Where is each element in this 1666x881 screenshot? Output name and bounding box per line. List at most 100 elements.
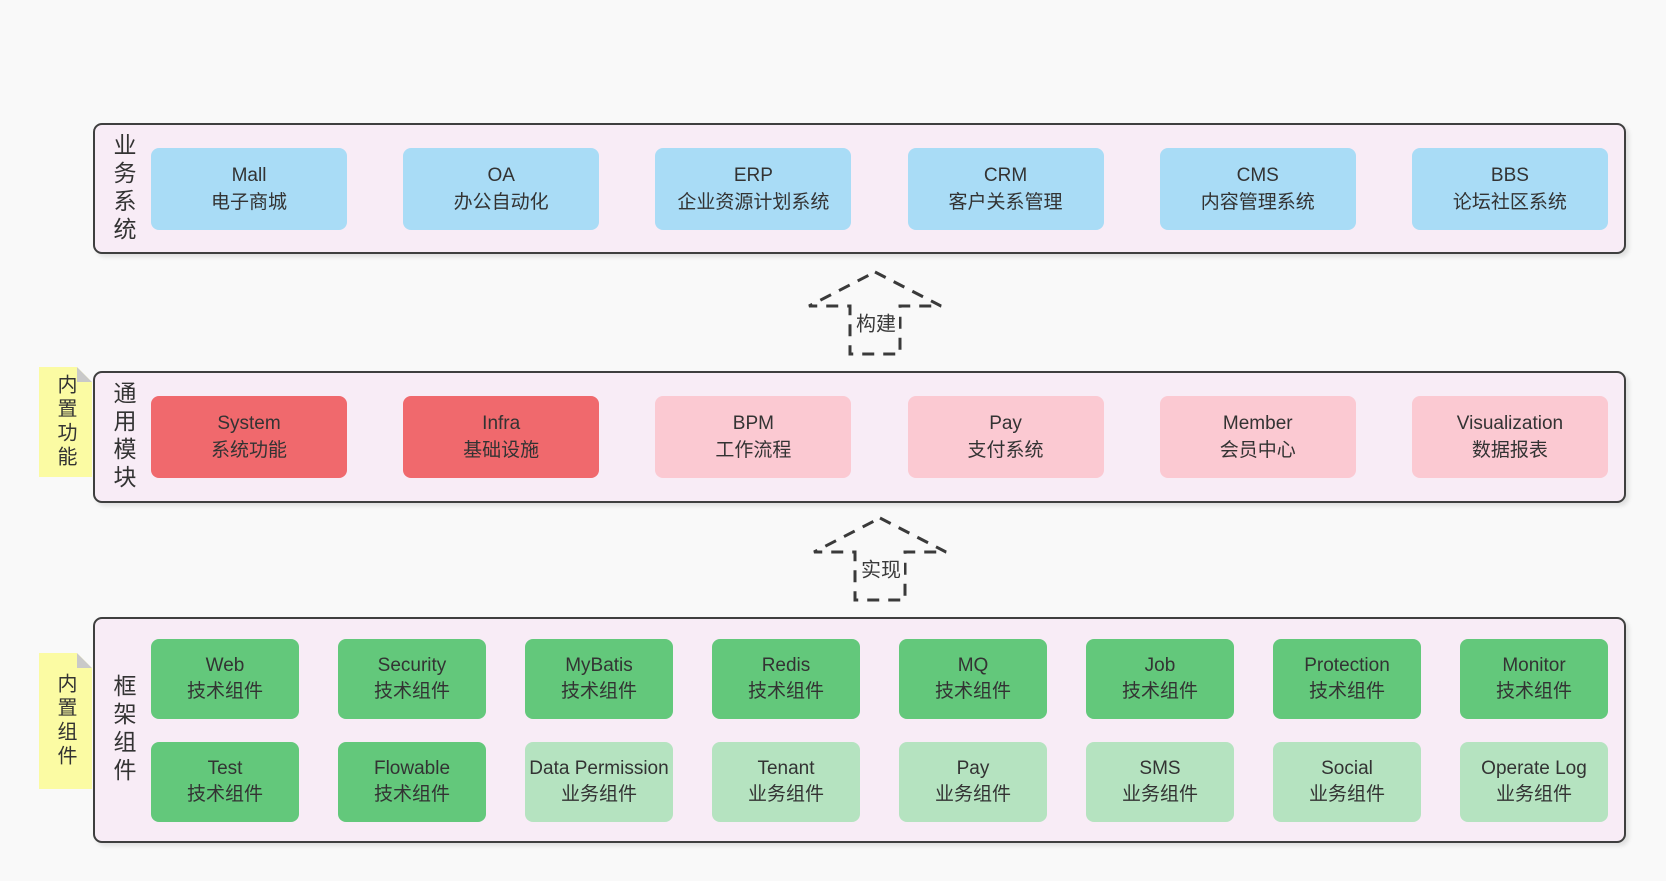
node-title: System bbox=[217, 413, 281, 434]
node-visualization: Visualization 数据报表 bbox=[1411, 396, 1608, 478]
node-title: Job bbox=[1144, 654, 1176, 676]
node-crm: CRM 客户关系管理 bbox=[907, 147, 1104, 230]
node-subtitle: 论坛社区系统 bbox=[1452, 191, 1567, 213]
node-title: Pay bbox=[956, 757, 990, 779]
node-subtitle: 技术组件 bbox=[1121, 680, 1198, 702]
node-redis: Redis 技术组件 bbox=[712, 638, 860, 719]
node-title: BBS bbox=[1490, 164, 1529, 186]
node-tenant: Tenant 业务组件 bbox=[712, 741, 860, 822]
node-subtitle: 业务组件 bbox=[1308, 783, 1385, 805]
node-title: Protection bbox=[1304, 654, 1390, 676]
layer-framework-components: 框架组件 Web 技术组件 Security 技术组件 MyBatis 技术组件… bbox=[93, 617, 1626, 843]
node-title: Member bbox=[1222, 413, 1293, 434]
node-title: SMS bbox=[1139, 757, 1181, 779]
node-title: Mall bbox=[231, 164, 267, 186]
layer-label-components: 框架组件 bbox=[110, 674, 136, 786]
node-title: Data Permission bbox=[529, 757, 669, 779]
node-subtitle: 技术组件 bbox=[747, 680, 824, 702]
node-pay: Pay 支付系统 bbox=[907, 396, 1104, 478]
node-protection: Protection 技术组件 bbox=[1273, 638, 1421, 719]
node-title: BPM bbox=[732, 413, 774, 434]
layer-business-systems: 业务系统 Mall 电子商城 OA 办公自动化 ERP 企业资源计划系统 CRM… bbox=[93, 123, 1626, 254]
node-title: MyBatis bbox=[565, 654, 633, 676]
node-subtitle: 技术组件 bbox=[186, 680, 263, 702]
build-arrow-icon bbox=[808, 270, 942, 356]
node-title: Web bbox=[205, 654, 245, 676]
node-title: ERP bbox=[733, 164, 773, 186]
implement-arrow-label: 实现 bbox=[858, 553, 904, 583]
sticky-built-in-components: 内置组件 bbox=[39, 653, 92, 789]
node-system: System 系统功能 bbox=[151, 396, 347, 478]
node-title: Operate Log bbox=[1481, 757, 1587, 779]
node-test: Test 技术组件 bbox=[151, 741, 299, 822]
node-mq: MQ 技术组件 bbox=[899, 638, 1047, 719]
node-mall: Mall 电子商城 bbox=[151, 147, 347, 230]
layer-label-modules: 通用模块 bbox=[110, 381, 136, 493]
node-subtitle: 数据报表 bbox=[1471, 440, 1548, 461]
node-sms: SMS 业务组件 bbox=[1086, 741, 1234, 822]
node-data-permission: Data Permission 业务组件 bbox=[525, 741, 673, 822]
node-title: Infra bbox=[482, 413, 521, 434]
node-subtitle: 支付系统 bbox=[967, 440, 1044, 461]
layer-label-business: 业务系统 bbox=[110, 132, 136, 245]
node-subtitle: 系统功能 bbox=[210, 440, 287, 461]
node-title: Tenant bbox=[757, 757, 815, 779]
node-subtitle: 客户关系管理 bbox=[948, 191, 1063, 213]
node-cms: CMS 内容管理系统 bbox=[1159, 147, 1356, 230]
node-social: Social 业务组件 bbox=[1273, 741, 1421, 822]
node-subtitle: 会员中心 bbox=[1219, 440, 1296, 461]
node-job: Job 技术组件 bbox=[1086, 638, 1234, 719]
node-subtitle: 基础设施 bbox=[463, 440, 540, 461]
node-title: CMS bbox=[1236, 164, 1279, 186]
node-subtitle: 企业资源计划系统 bbox=[677, 191, 830, 213]
components-row-2: Test 技术组件 Flowable 技术组件 Data Permission … bbox=[151, 741, 1608, 822]
node-pay-component: Pay 业务组件 bbox=[899, 741, 1047, 822]
node-web: Web 技术组件 bbox=[151, 638, 299, 719]
node-subtitle: 内容管理系统 bbox=[1200, 191, 1315, 213]
node-subtitle: 技术组件 bbox=[560, 680, 637, 702]
node-subtitle: 业务组件 bbox=[1495, 783, 1572, 805]
node-title: OA bbox=[487, 164, 515, 186]
node-title: CRM bbox=[983, 164, 1028, 186]
node-title: Redis bbox=[761, 654, 811, 676]
node-flowable: Flowable 技术组件 bbox=[338, 741, 486, 822]
build-arrow-label: 构建 bbox=[853, 307, 899, 337]
node-subtitle: 业务组件 bbox=[560, 783, 637, 805]
node-member: Member 会员中心 bbox=[1159, 396, 1356, 478]
components-grid: Web 技术组件 Security 技术组件 MyBatis 技术组件 Redi… bbox=[151, 619, 1624, 841]
node-title: MQ bbox=[957, 654, 989, 676]
node-subtitle: 技术组件 bbox=[934, 680, 1011, 702]
node-title: Visualization bbox=[1456, 413, 1564, 434]
sticky-built-in-features: 内置功能 bbox=[39, 367, 92, 477]
node-subtitle: 技术组件 bbox=[1495, 680, 1572, 702]
components-row-1: Web 技术组件 Security 技术组件 MyBatis 技术组件 Redi… bbox=[151, 638, 1608, 719]
node-bbs: BBS 论坛社区系统 bbox=[1411, 147, 1608, 230]
implement-arrow-icon bbox=[813, 516, 947, 602]
node-oa: OA 办公自动化 bbox=[403, 147, 600, 230]
node-subtitle: 电子商城 bbox=[210, 191, 287, 213]
node-erp: ERP 企业资源计划系统 bbox=[655, 147, 852, 230]
node-title: Security bbox=[377, 654, 447, 676]
node-subtitle: 办公自动化 bbox=[453, 191, 549, 213]
node-subtitle: 业务组件 bbox=[1121, 783, 1198, 805]
node-subtitle: 工作流程 bbox=[715, 440, 792, 461]
node-infra: Infra 基础设施 bbox=[403, 396, 600, 478]
business-boxes-row: Mall 电子商城 OA 办公自动化 ERP 企业资源计划系统 CRM 客户关系… bbox=[151, 125, 1624, 252]
node-title: Pay bbox=[989, 413, 1022, 434]
modules-boxes-row: System 系统功能 Infra 基础设施 BPM 工作流程 Pay 支付系统… bbox=[151, 373, 1624, 501]
node-mybatis: MyBatis 技术组件 bbox=[525, 638, 673, 719]
node-title: Flowable bbox=[373, 757, 451, 779]
node-subtitle: 技术组件 bbox=[186, 783, 263, 805]
node-title: Test bbox=[207, 757, 243, 779]
layer-common-modules: 通用模块 System 系统功能 Infra 基础设施 BPM 工作流程 Pay… bbox=[93, 371, 1626, 503]
node-subtitle: 业务组件 bbox=[934, 783, 1011, 805]
node-subtitle: 技术组件 bbox=[1308, 680, 1385, 702]
node-security: Security 技术组件 bbox=[338, 638, 486, 719]
node-bpm: BPM 工作流程 bbox=[655, 396, 852, 478]
node-monitor: Monitor 技术组件 bbox=[1460, 638, 1608, 719]
node-title: Social bbox=[1321, 757, 1373, 779]
node-subtitle: 技术组件 bbox=[373, 783, 450, 805]
node-subtitle: 业务组件 bbox=[747, 783, 824, 805]
node-operate-log: Operate Log 业务组件 bbox=[1460, 741, 1608, 822]
node-subtitle: 技术组件 bbox=[373, 680, 450, 702]
